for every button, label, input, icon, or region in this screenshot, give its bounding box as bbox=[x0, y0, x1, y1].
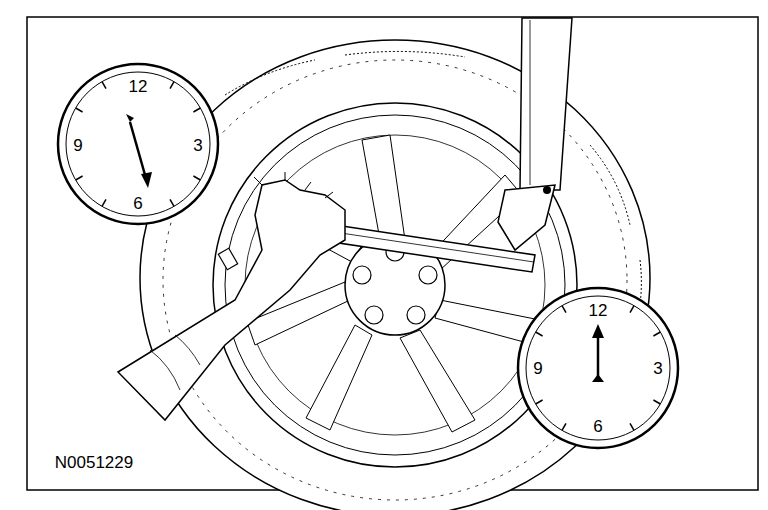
clock-tick bbox=[630, 423, 634, 430]
clock-tick bbox=[170, 82, 174, 89]
clock-face bbox=[58, 64, 218, 224]
clock-numeral: 6 bbox=[593, 418, 602, 435]
clock-numeral: 12 bbox=[589, 302, 608, 319]
clock-tick bbox=[102, 82, 106, 89]
clock-numeral: 12 bbox=[129, 78, 148, 95]
clock-numeral: 9 bbox=[73, 137, 82, 154]
clock-tick bbox=[76, 176, 83, 180]
clock-numeral: 3 bbox=[653, 360, 662, 377]
figure-id: N0051229 bbox=[55, 454, 133, 471]
clock-tick bbox=[193, 176, 200, 180]
clock-tick bbox=[170, 199, 174, 206]
clock-tick bbox=[562, 423, 566, 430]
clock-face bbox=[518, 288, 678, 448]
clock-tick bbox=[562, 306, 566, 313]
clock-tick bbox=[536, 400, 543, 404]
clock-tick bbox=[653, 400, 660, 404]
clock-tick bbox=[630, 306, 634, 313]
clock-numeral: 3 bbox=[193, 137, 202, 154]
clock-tick bbox=[102, 199, 106, 206]
clock-tick bbox=[193, 108, 200, 112]
clock-tick bbox=[76, 108, 83, 112]
clock-numeral: 9 bbox=[533, 360, 542, 377]
clock-tick bbox=[536, 332, 543, 336]
clock-tick bbox=[653, 332, 660, 336]
clock-numeral: 6 bbox=[133, 195, 142, 212]
